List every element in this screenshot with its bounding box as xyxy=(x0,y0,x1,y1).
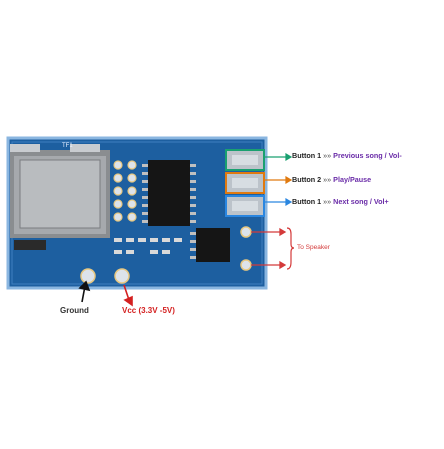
button-2-sep: »» xyxy=(321,175,334,184)
tf-card-socket xyxy=(10,144,110,238)
power-pads xyxy=(80,268,130,284)
button-pad-1 xyxy=(225,149,265,171)
button-pad-3 xyxy=(225,195,265,217)
button-1-arrow xyxy=(264,152,293,162)
button-2-action: Play/Pause xyxy=(333,175,372,184)
amplifier-ic xyxy=(190,228,230,262)
button-pad-2 xyxy=(225,172,265,194)
pin-header-left xyxy=(113,160,137,222)
speaker-label: To Speaker xyxy=(297,244,330,251)
speaker-bracket xyxy=(286,227,295,270)
button-1-next-sep: »» xyxy=(321,197,334,206)
button-2-label: Button 2 »» Play/Pause xyxy=(292,175,371,184)
button-3-arrow xyxy=(264,197,293,207)
vcc-arrow xyxy=(123,284,133,307)
button-1-prev-label: Button 1 »» Previous song / Vol- xyxy=(292,151,402,160)
edge-connector xyxy=(14,240,46,250)
button-1-prev-action: Previous song / Vol- xyxy=(333,151,402,160)
button-1-prev-sep: »» xyxy=(321,151,334,160)
vcc-label: Vcc (3.3V -5V) xyxy=(122,306,175,315)
button-1-next-action: Next song / Vol+ xyxy=(333,197,389,206)
button-2-arrow xyxy=(264,175,293,185)
button-2-prefix: Button 2 xyxy=(292,175,322,184)
ground-arrow xyxy=(78,280,91,303)
button-1-next-prefix: Button 1 xyxy=(292,197,322,206)
ground-label: Ground xyxy=(60,306,89,315)
button-1-next-label: Button 1 »» Next song / Vol+ xyxy=(292,197,389,206)
speaker-arrows xyxy=(251,227,287,270)
button-1-prev-prefix: Button 1 xyxy=(292,151,322,160)
smd-components xyxy=(114,238,182,254)
silkscreen-tf1: TF1 xyxy=(62,143,73,149)
main-ic-chip xyxy=(142,160,196,226)
